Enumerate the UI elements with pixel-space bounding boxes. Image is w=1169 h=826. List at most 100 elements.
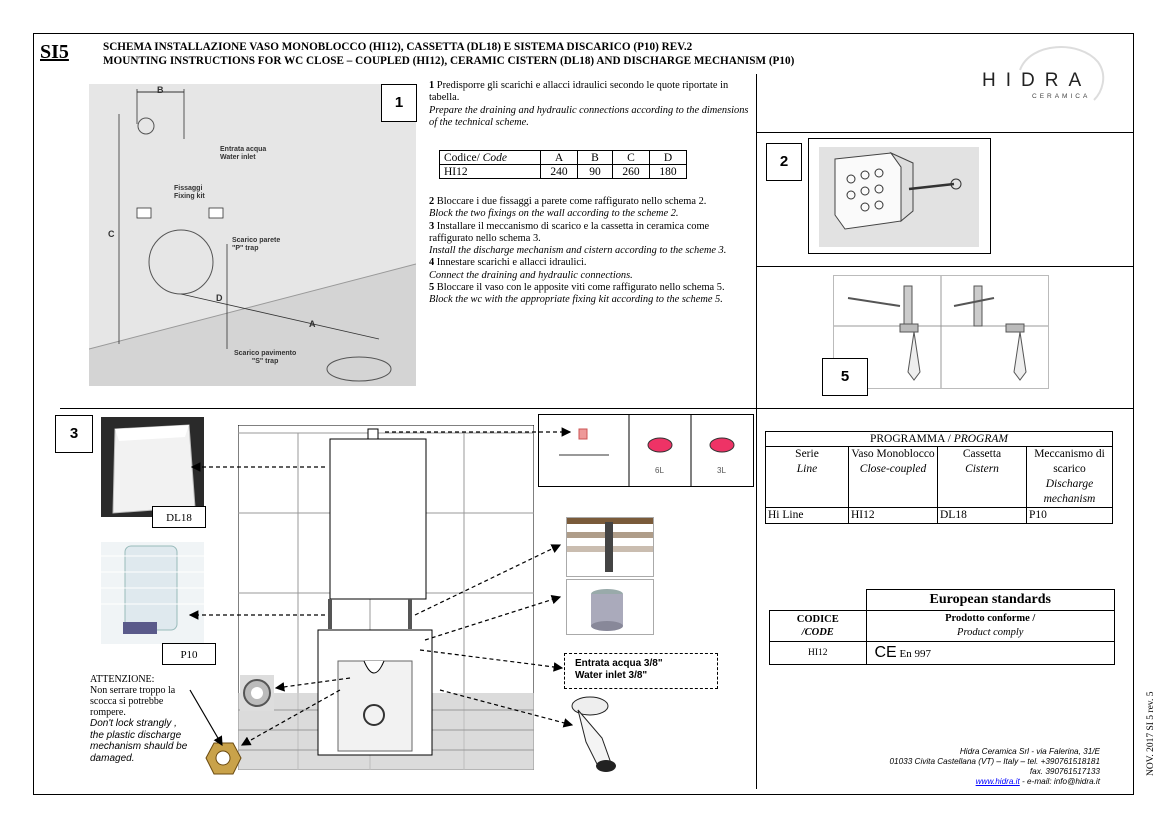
dim-header-code: Codice/ Code (439, 150, 541, 165)
mechanism-image (101, 545, 204, 634)
eu-norm-value: En 997 (899, 648, 931, 660)
ptrap-label-it: Scarico parete (232, 237, 281, 244)
mechanism-code-box: P10 (162, 643, 216, 665)
dim-header-a: A (540, 150, 578, 165)
eu-code-header: CODICE/CODE (769, 610, 867, 642)
website-link[interactable]: www.hidra.it (975, 777, 1020, 786)
eu-code-value: HI12 (769, 641, 867, 665)
eu-norm-cell: CE En 997 (865, 641, 1115, 665)
valve-image (567, 518, 653, 572)
document-title: SCHEMA INSTALLAZIONE VASO MONOBLOCCO (HI… (103, 40, 794, 68)
horizontal-divider-right-mid (756, 266, 1134, 267)
hidra-logo: HIDRA CERAMICA (982, 40, 1110, 105)
company-address: Hidra Ceramica Srl - via Falerina, 31/E … (820, 747, 1100, 787)
gasket-photo (240, 675, 274, 711)
screw-diagram (833, 275, 1049, 389)
strap-label-it: Scarico pavimento (234, 350, 297, 357)
program-cassetta-value: DL18 (937, 507, 1027, 524)
logo-sub: CERAMICA (1032, 93, 1091, 100)
eu-data-row: HI12 CE En 997 (769, 641, 1115, 665)
dim-b-label: B (157, 85, 164, 95)
assembly-scheme (228, 424, 535, 771)
step-2-text: 2 Bloccare i due fissaggi a parete come … (429, 196, 707, 207)
address-line2: 01033 Civita Castellana (VT) – Italy – t… (889, 757, 1100, 766)
step-3-text-en: Install the discharge mechanism and cist… (429, 245, 727, 257)
address-line4: www.hidra.it - e-mail: info@hidra.it (820, 777, 1100, 787)
dim-header-d: D (649, 150, 687, 165)
fixing-label-en: Fixing kit (174, 193, 205, 200)
gasket-image (243, 679, 271, 707)
revision-note: NOV. 2017 SI 5 rev. 5 (1146, 691, 1156, 776)
valve-photo (566, 517, 654, 577)
warning-note: ATTENZIONE: Non serrare troppo la scocca… (90, 674, 200, 764)
step-1-text: 1 Predisporre gli scarichi e allacci idr… (429, 80, 729, 104)
vertical-divider (756, 74, 757, 789)
cistern-photo (101, 417, 204, 517)
connector-image (591, 589, 623, 631)
screw-fixing-drawing (834, 276, 1048, 388)
step-4-text-en: Connect the draining and hydraulic conne… (429, 269, 633, 281)
water-inlet-en: Water inlet 3/8" (575, 670, 648, 681)
inlet-label: Entrata acqua Water inlet (220, 146, 266, 162)
page-frame (33, 33, 1134, 795)
connector-photo (566, 579, 654, 635)
flush-button-panel: 6L 3L (538, 414, 754, 487)
logo-brand: HIDRA (982, 70, 1092, 91)
nut-photo (205, 741, 242, 776)
instructions-2-5: 2 Bloccare i due fissaggi a parete come … (429, 196, 753, 307)
fixing-kit-drawing (819, 147, 979, 247)
inlet-label-it: Entrata acqua (220, 146, 267, 153)
dimensions-table: Codice/ Code A B C D HI12 240 90 260 180 (439, 150, 687, 179)
horizontal-divider-main (60, 408, 1134, 409)
warning-heading: ATTENZIONE: (90, 674, 155, 685)
step-5-text-en: Block the wc with the appropriate fixing… (429, 294, 723, 306)
dim-header-c: C (612, 150, 650, 165)
nut-image (205, 742, 242, 775)
dim-a-label: A (309, 319, 316, 329)
warning-it: Non serrare troppo la scocca si potrebbe… (90, 685, 176, 718)
program-data-row: Hi Line HI12 DL18 P10 (765, 507, 1113, 524)
dim-c-label: C (108, 229, 115, 239)
dim-value-code: HI12 (439, 164, 541, 179)
cistern-code-box: DL18 (152, 506, 206, 528)
drain-pipe-drawing (571, 696, 616, 772)
eu-product-header: Prodotto conforme / Product comply (865, 610, 1115, 642)
water-inlet-it: Entrata acqua 3/8" (575, 658, 663, 669)
step-1-badge: 1 (381, 84, 417, 122)
ptrap-label-en: "P" trap (232, 245, 259, 252)
title-english: MOUNTING INSTRUCTIONS FOR WC CLOSE – COU… (103, 55, 795, 67)
step-1-text-en: Prepare the draining and hydraulic conne… (429, 104, 749, 128)
mechanism-photo (101, 542, 204, 644)
program-title-row: PROGRAMMA / PROGRAM (765, 431, 1113, 447)
flush-6l-label: 6L (655, 466, 664, 475)
flush-3l-label: 3L (717, 466, 726, 475)
step-5-text: 5 Bloccare il vaso con le apposite viti … (429, 282, 725, 294)
document-code: SI5 (40, 41, 69, 63)
program-serie-value: Hi Line (765, 507, 849, 524)
dim-value-a: 240 (540, 164, 578, 179)
dimensions-header-row: Codice/ Code A B C D (439, 150, 687, 165)
cistern-image (112, 424, 196, 514)
wall-diagram: B C D A Entrata acqua Water inlet Fissag… (88, 84, 417, 386)
ce-mark-icon: CE (874, 644, 897, 661)
eu-header-row: CODICE/CODE Prodotto conforme / Product … (769, 610, 1115, 642)
step-2-text-en: Block the two fixings on the wall accord… (429, 208, 679, 220)
step-2-badge: 2 (766, 143, 802, 181)
dim-header-b: B (577, 150, 613, 165)
water-inlet-label-box: Entrata acqua 3/8" Water inlet 3/8" (564, 653, 718, 689)
address-line3: fax. 390761517133 (1029, 767, 1100, 776)
inlet-label-en: Water inlet (220, 154, 256, 161)
email-text: - e-mail: info@hidra.it (1019, 777, 1100, 786)
dim-value-c: 260 (612, 164, 650, 179)
flush-panel-drawing (559, 415, 735, 486)
step-4-text: 4 Innestare scarichi e allacci idraulici… (429, 257, 587, 269)
title-italian: SCHEMA INSTALLAZIONE VASO MONOBLOCCO (HI… (103, 41, 693, 53)
logo-swirl-icon (1019, 46, 1105, 101)
program-title: PROGRAMMA / PROGRAM (765, 431, 1113, 447)
warning-en: Don't lock strangly , the plastic discha… (90, 718, 188, 764)
european-standards-table: European standards CODICE/CODE Prodotto … (769, 589, 1115, 665)
